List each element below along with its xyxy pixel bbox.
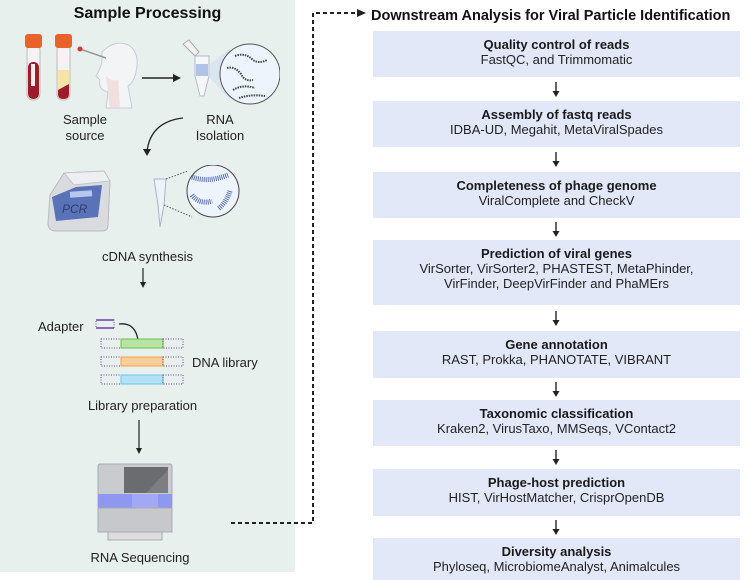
blood-tube-icon (25, 34, 42, 101)
step-title: Phage-host prediction (487, 475, 626, 490)
step-tools: RAST, Prokka, PHANOTATE, VIBRANT (441, 352, 672, 367)
step-tools: FastQC, and Trimmomatic (480, 52, 633, 67)
library-preparation-label: Library preparation (87, 398, 198, 413)
step-title: Completeness of phage genome (456, 178, 657, 193)
cdna-synthesis-label: cDNA synthesis (101, 249, 194, 264)
nasal-swab-icon (77, 42, 138, 109)
rna-sequencing-label: RNA Sequencing (90, 550, 190, 565)
sequencer-icon (97, 463, 173, 541)
step-tools: HIST, VirHostMatcher, CrisprOpenDB (448, 490, 665, 505)
microtube-rna-icon (182, 39, 280, 105)
sample-source-label-line1: Sample (62, 112, 108, 127)
step-taxonomic-classification: Taxonomic classification Kraken2, VirusT… (373, 400, 740, 446)
connector-arrowhead-icon (357, 9, 366, 17)
step-title: Assembly of fastq reads (481, 107, 632, 122)
step-tools: IDBA-UD, Megahit, MetaViralSpades (450, 122, 663, 137)
arrow-right-icon (142, 74, 181, 82)
arrow-down-icon (136, 420, 142, 454)
step-title: Quality control of reads (483, 37, 630, 52)
sample-processing-title: Sample Processing (73, 5, 222, 22)
arrow-down-icon (552, 382, 560, 397)
step-quality-control: Quality control of reads FastQC, and Tri… (373, 31, 740, 77)
library-fragment-green (100, 338, 184, 349)
rna-isolation-label-line2: Isolation (195, 128, 245, 143)
step-phage-host-prediction: Phage-host prediction HIST, VirHostMatch… (373, 469, 740, 516)
step-tools: Kraken2, VirusTaxo, MMSeqs, VContact2 (437, 421, 676, 436)
adapter-label: Adapter (38, 319, 84, 334)
library-fragment-blue (100, 374, 184, 385)
downstream-analysis-title: Downstream Analysis for Viral Particle I… (371, 8, 731, 24)
arrow-down-icon (140, 268, 146, 288)
adapter-icon (95, 319, 115, 329)
step-tools: Phyloseq, MicrobiomeAnalyst, Animalcules (432, 559, 681, 574)
step-completeness: Completeness of phage genome ViralComple… (373, 172, 740, 218)
sample-processing-panel: Sample Processing Sample source (0, 0, 295, 572)
step-assembly: Assembly of fastq reads IDBA-UD, Megahit… (373, 101, 740, 147)
step-tools: VirSorter, VirSorter2, PHASTEST, MetaPhi… (419, 261, 694, 291)
pcr-screen-text: PCR (62, 202, 88, 216)
sample-source-label-line2: source (65, 128, 105, 143)
step-viral-gene-prediction: Prediction of viral genes VirSorter, Vir… (373, 240, 740, 305)
arrow-down-icon (552, 152, 560, 167)
step-diversity-analysis: Diversity analysis Phyloseq, MicrobiomeA… (373, 538, 740, 580)
step-title: Prediction of viral genes (481, 246, 632, 261)
curved-arrow-icon (143, 117, 184, 156)
blood-tubes-and-nasal-swab-icon (25, 34, 138, 109)
plasma-tube-icon (55, 34, 72, 101)
step-title: Gene annotation (505, 337, 608, 352)
rna-isolation-label-line1: RNA (206, 112, 234, 127)
arrow-down-icon (552, 311, 560, 326)
dna-library-label: DNA library (192, 355, 258, 370)
step-tools: ViralComplete and CheckV (478, 193, 635, 208)
arrow-down-icon (552, 222, 560, 237)
step-gene-annotation: Gene annotation RAST, Prokka, PHANOTATE,… (373, 331, 740, 378)
arrow-down-icon (552, 450, 560, 465)
sample-source-label: Sample source (50, 112, 120, 144)
step-title: Taxonomic classification (479, 406, 634, 421)
arrow-down-icon (552, 82, 560, 97)
arrow-down-icon (552, 520, 560, 535)
pcr-machine-icon: PCR (47, 170, 111, 232)
step-title: Diversity analysis (501, 544, 612, 559)
rna-isolation-label: RNA Isolation (185, 112, 255, 144)
cdna-tube-icon (153, 165, 240, 228)
library-fragment-orange (100, 356, 184, 367)
dna-library-icon (95, 319, 184, 385)
